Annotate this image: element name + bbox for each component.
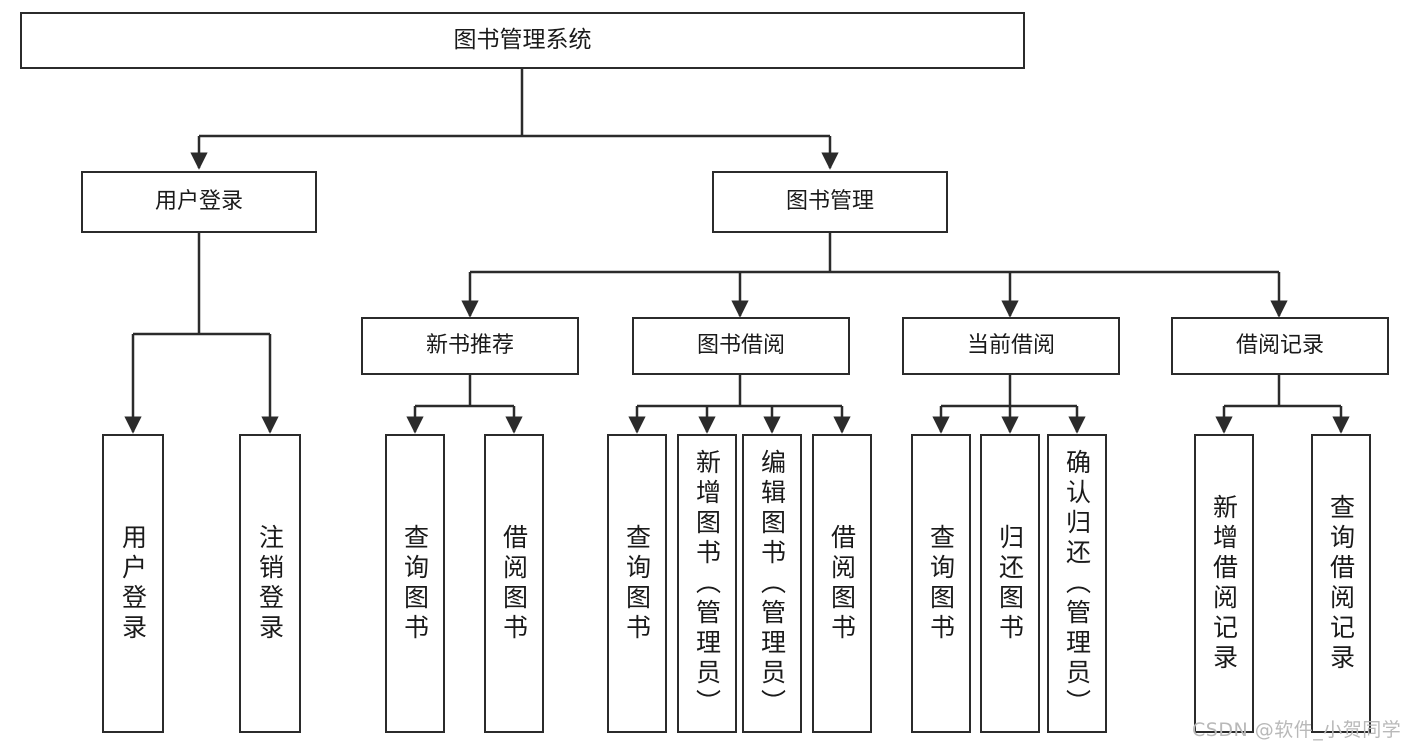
node-label: 图书管理系统: [453, 27, 592, 54]
node-label: 查询图书: [400, 523, 430, 644]
node-label: 新增图书（管理员）: [692, 448, 722, 719]
leaf-borrow-query-book[interactable]: 查询图书: [607, 434, 667, 733]
node-label: 注销登录: [255, 523, 285, 644]
node-user-login[interactable]: 用户登录: [81, 171, 317, 233]
node-label: 借阅记录: [1235, 333, 1324, 359]
node-label: 新书推荐: [425, 333, 514, 359]
csdn-watermark: CSDN @软件_小贺同学: [1192, 719, 1402, 741]
leaf-borrow-borrow-book[interactable]: 借阅图书: [812, 434, 872, 733]
node-label: 新增借阅记录: [1209, 493, 1239, 674]
node-label: 编辑图书（管理员）: [757, 448, 787, 719]
node-label: 图书借阅: [696, 333, 785, 359]
node-borrow-record[interactable]: 借阅记录: [1171, 317, 1389, 375]
leaf-record-query-record[interactable]: 查询借阅记录: [1311, 434, 1371, 733]
leaf-user-login[interactable]: 用户登录: [102, 434, 164, 733]
node-label: 归还图书: [995, 523, 1025, 644]
leaf-borrow-add-book-admin[interactable]: 新增图书（管理员）: [677, 434, 737, 733]
leaf-current-confirm-return-admin[interactable]: 确认归还（管理员）: [1047, 434, 1107, 733]
node-book-manage[interactable]: 图书管理: [712, 171, 948, 233]
node-label: 借阅图书: [827, 523, 857, 644]
node-book-borrow[interactable]: 图书借阅: [632, 317, 850, 375]
leaf-logout[interactable]: 注销登录: [239, 434, 301, 733]
node-new-book-recommend[interactable]: 新书推荐: [361, 317, 579, 375]
leaf-current-return-book[interactable]: 归还图书: [980, 434, 1040, 733]
leaf-record-add-record[interactable]: 新增借阅记录: [1194, 434, 1254, 733]
node-label: 用户登录: [118, 523, 148, 644]
node-label: 查询图书: [622, 523, 652, 644]
node-label: 图书管理: [785, 189, 874, 215]
leaf-current-query-book[interactable]: 查询图书: [911, 434, 971, 733]
node-root-system[interactable]: 图书管理系统: [20, 12, 1025, 69]
node-label: 借阅图书: [499, 523, 529, 644]
leaf-borrow-edit-book-admin[interactable]: 编辑图书（管理员）: [742, 434, 802, 733]
node-label: 查询借阅记录: [1326, 493, 1356, 674]
node-label: 用户登录: [154, 189, 243, 215]
node-label: 查询图书: [926, 523, 956, 644]
node-label: 确认归还（管理员）: [1062, 448, 1092, 719]
leaf-recommend-borrow-book[interactable]: 借阅图书: [484, 434, 544, 733]
leaf-recommend-query-book[interactable]: 查询图书: [385, 434, 445, 733]
node-label: 当前借阅: [966, 333, 1055, 359]
node-current-borrow[interactable]: 当前借阅: [902, 317, 1120, 375]
